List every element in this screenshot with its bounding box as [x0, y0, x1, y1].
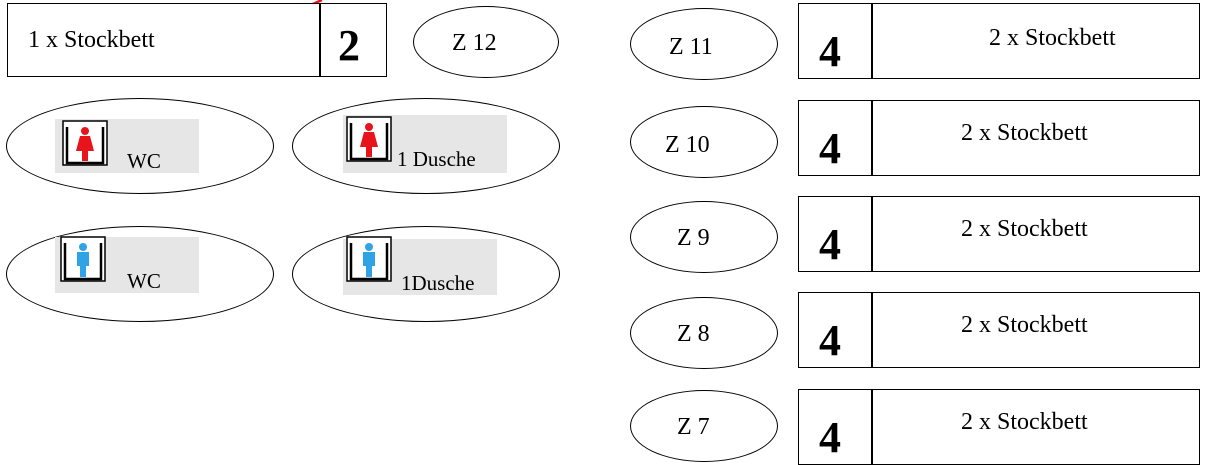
room-bed-box: 4 2 x Stockbett: [798, 196, 1200, 272]
room-label: Z 10: [665, 132, 710, 158]
facility-oval-male-wc: WC: [6, 226, 274, 322]
divider: [871, 197, 873, 271]
female-icon: [346, 116, 392, 162]
room-z12-oval: Z 12: [413, 6, 559, 78]
divider: [871, 101, 873, 175]
bed-label: 2 x Stockbett: [961, 216, 1088, 242]
person-count: 4: [819, 413, 841, 462]
bed-label: 2 x Stockbett: [961, 120, 1088, 146]
room-bed-box: 4 2 x Stockbett: [798, 389, 1200, 465]
divider: [871, 4, 873, 78]
room-bed-box: 4 2 x Stockbett: [798, 292, 1200, 368]
facility-label: 1 Dusche: [397, 147, 476, 171]
room-label: Z 11: [669, 34, 713, 60]
room-oval: Z 9: [630, 201, 778, 273]
room-label: Z 8: [677, 321, 710, 347]
bed-label: 2 x Stockbett: [961, 409, 1088, 435]
room-z12-bed-box: 1 x Stockbett 2: [7, 3, 387, 77]
bed-label: 1 x Stockbett: [28, 27, 155, 53]
person-count: 4: [819, 316, 841, 365]
person-count: 4: [819, 27, 841, 76]
male-icon: [60, 236, 106, 282]
person-count: 4: [819, 124, 841, 173]
facility-oval-female-wc: WC: [6, 98, 274, 194]
facility-label: WC: [127, 269, 161, 293]
facility-oval-male-shower: 1Dusche: [292, 226, 560, 322]
divider: [871, 390, 873, 464]
facility-label: 1Dusche: [401, 271, 475, 295]
divider: [871, 293, 873, 367]
male-icon: [346, 236, 392, 282]
room-bed-box: 4 2 x Stockbett: [798, 3, 1200, 79]
facility-label: WC: [127, 149, 161, 173]
room-label: Z 9: [677, 225, 710, 251]
room-label: Z 7: [677, 414, 710, 440]
room-oval: Z 8: [630, 297, 778, 369]
room-bed-box: 4 2 x Stockbett: [798, 100, 1200, 176]
person-count: 4: [819, 220, 841, 269]
bed-label: 2 x Stockbett: [961, 312, 1088, 338]
room-oval: Z 11: [630, 8, 778, 80]
person-count: 2: [338, 21, 360, 70]
room-label: Z 12: [452, 30, 497, 56]
room-oval: Z 7: [630, 390, 778, 462]
bed-label: 2 x Stockbett: [989, 25, 1116, 51]
female-icon: [62, 120, 108, 166]
divider: [319, 4, 321, 76]
facility-oval-female-shower: 1 Dusche: [292, 98, 560, 194]
room-oval: Z 10: [630, 106, 778, 178]
